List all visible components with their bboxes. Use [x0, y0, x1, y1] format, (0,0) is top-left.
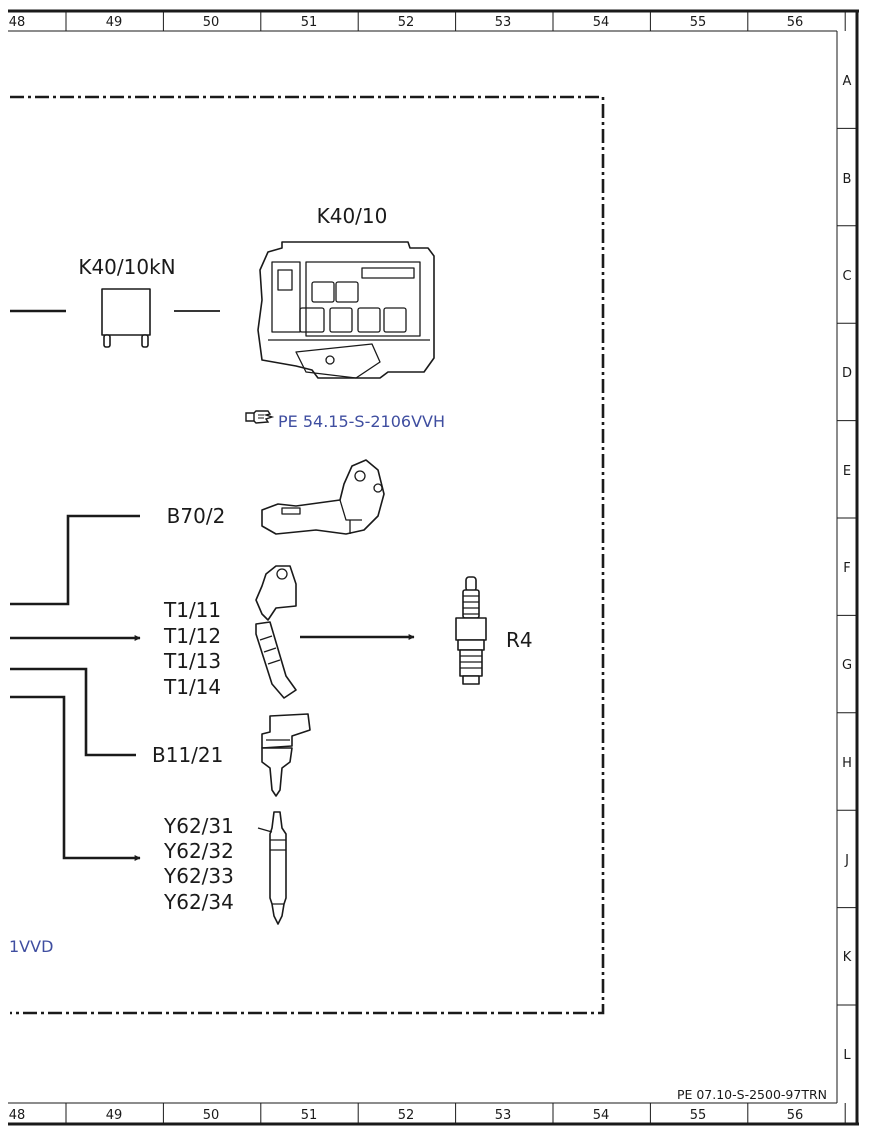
- ignition-coil-label-4: T1/14: [163, 675, 221, 699]
- temperature-sensor-label: B11/21: [152, 743, 223, 767]
- col-label-53: 53: [495, 1108, 512, 1123]
- row-label-l: L: [843, 1048, 851, 1063]
- fuse-box-housing: [257, 241, 435, 379]
- camshaft-sensor-b70-2[interactable]: B70/2: [10, 459, 385, 606]
- row-label-f: F: [843, 561, 850, 576]
- injector-label-3: Y62/33: [163, 864, 234, 888]
- injector-y62[interactable]: Y62/31 Y62/32 Y62/33 Y62/34: [10, 695, 287, 925]
- camshaft-sensor-label: B70/2: [167, 504, 226, 528]
- ignition-coil-label-2: T1/12: [163, 624, 221, 648]
- row-label-e: E: [843, 464, 851, 479]
- spark-plug-r4[interactable]: R4: [455, 576, 533, 685]
- col-label-50: 50: [203, 15, 220, 30]
- spark-plug-label: R4: [506, 628, 533, 652]
- ignition-coil-label-3: T1/13: [163, 649, 221, 673]
- col-label-54: 54: [593, 1108, 610, 1123]
- sheet-frame: [8, 9, 859, 1126]
- row-label-j: J: [844, 853, 849, 868]
- col-label-51: 51: [301, 1108, 318, 1123]
- col-label-48: 48: [9, 15, 26, 30]
- column-ruler-top: 48 49 50 51 52 53 54 55 56: [9, 15, 804, 30]
- relay-body: [101, 288, 151, 336]
- col-label-51: 51: [301, 15, 318, 30]
- col-label-52: 52: [398, 1108, 415, 1123]
- row-ruler-right: A B C D E F G H J K L: [842, 74, 852, 1063]
- row-label-g: G: [842, 658, 852, 673]
- column-ruler-bottom: 48 49 50 51 52 53 54 55 56: [9, 1108, 804, 1123]
- injector-label-1: Y62/31: [163, 814, 234, 838]
- ignition-coil-body: [255, 565, 297, 621]
- fuse-box-k40-10[interactable]: K40/10: [257, 204, 435, 379]
- pointing-hand-icon: [245, 410, 275, 424]
- component-group-boundary: [10, 95, 605, 1015]
- row-label-d: D: [842, 366, 852, 381]
- col-label-53: 53: [495, 15, 512, 30]
- col-label-55: 55: [690, 15, 707, 30]
- col-label-52: 52: [398, 15, 415, 30]
- fuse-box-reference-text[interactable]: PE 54.15-S-2106VVH: [278, 412, 445, 431]
- injector-body: [269, 811, 287, 925]
- ignition-coil-label-1: T1/11: [163, 598, 221, 622]
- wire-y62-arrow-in: [10, 695, 141, 861]
- row-label-b: B: [843, 172, 852, 187]
- row-label-k: K: [843, 950, 852, 965]
- injector-label-4: Y62/34: [163, 890, 234, 914]
- camshaft-sensor-body: [261, 459, 385, 535]
- col-label-48: 48: [9, 1108, 26, 1123]
- ignition-coil-t1[interactable]: T1/11 T1/12 T1/13 T1/14: [10, 565, 415, 699]
- col-label-49: 49: [106, 15, 123, 30]
- fuse-box-label: K40/10: [317, 204, 388, 228]
- wire-b11-21: [10, 667, 136, 757]
- relay-pin: [141, 334, 149, 348]
- row-ruler-ticks: [837, 127, 857, 1006]
- col-label-56: 56: [787, 1108, 804, 1123]
- col-label-54: 54: [593, 15, 610, 30]
- col-label-49: 49: [106, 1108, 123, 1123]
- col-label-50: 50: [203, 1108, 220, 1123]
- col-label-56: 56: [787, 15, 804, 30]
- row-label-c: C: [842, 269, 851, 284]
- relay-label: K40/10kN: [78, 255, 175, 279]
- relay-pin: [103, 334, 111, 348]
- row-label-a: A: [843, 74, 852, 89]
- row-label-h: H: [842, 756, 852, 771]
- relay-k40-10kn[interactable]: K40/10kN: [10, 255, 220, 348]
- col-label-55: 55: [690, 1108, 707, 1123]
- column-ruler-ticks: [65, 11, 846, 1124]
- fuse-box-reference-link[interactable]: PE 54.15-S-2106VVH: [245, 410, 445, 431]
- temperature-sensor-b11-21[interactable]: B11/21: [10, 667, 311, 797]
- injector-label-2: Y62/32: [163, 839, 234, 863]
- document-reference: PE 07.10-S-2500-97TRN: [677, 1087, 827, 1102]
- temperature-sensor-body: [261, 713, 311, 749]
- wire-b70-2: [10, 514, 140, 606]
- cross-reference-link[interactable]: 1VVD: [9, 937, 53, 956]
